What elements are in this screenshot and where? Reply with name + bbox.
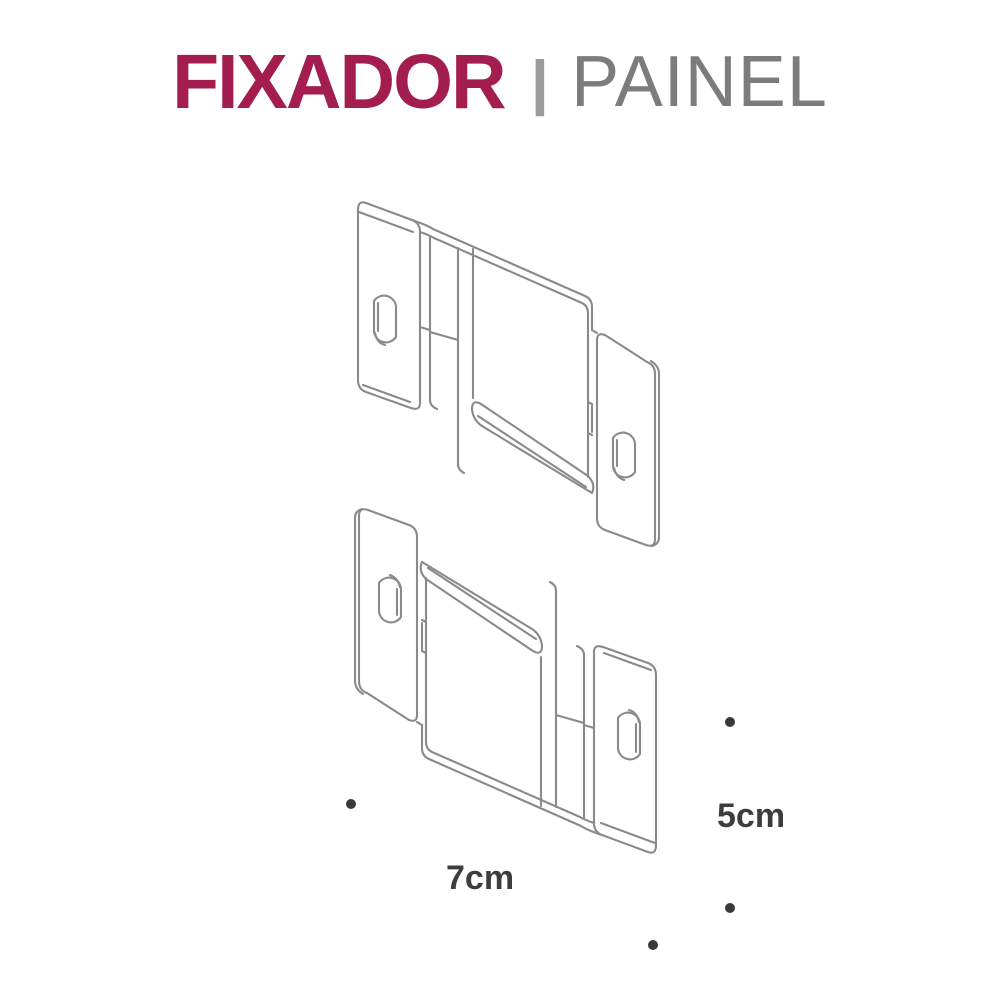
dimension-height-label: 5cm — [717, 797, 786, 835]
marker-dot — [346, 799, 356, 809]
dimension-width-label: 7cm — [446, 859, 515, 897]
product-text: PAINEL — [571, 42, 828, 122]
marker-dots — [346, 717, 735, 950]
bracket-top-view — [356, 201, 661, 548]
bracket-bottom-view — [353, 507, 658, 854]
marker-dot — [725, 903, 735, 913]
brand-text: FIXADOR — [172, 38, 506, 125]
bracket-drawings — [353, 201, 661, 854]
title-separator: | — [530, 47, 550, 117]
marker-dot — [725, 717, 735, 727]
title-bar: FIXADOR | PAINEL — [0, 32, 1000, 132]
marker-dot — [648, 940, 658, 950]
